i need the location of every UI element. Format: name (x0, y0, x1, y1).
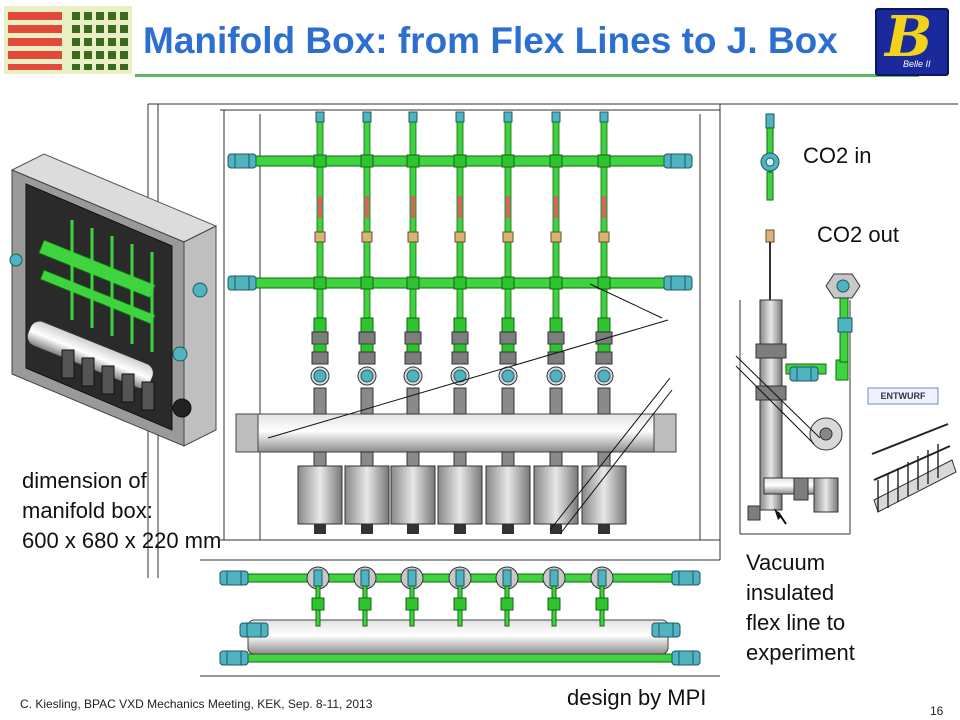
title-underline (135, 74, 919, 77)
manifold-technical-drawing: ENTWURF (147, 103, 958, 677)
vacuum-line-2: insulated (746, 580, 835, 605)
co2-in-label: CO2 in (803, 143, 872, 168)
slide-title: Manifold Box: from Flex Lines to J. Box (143, 20, 838, 61)
belle-ii-logo: B Belle II (875, 4, 949, 76)
manifold-box-3d-render (9, 153, 218, 447)
vacuum-flex-line-label: Vacuum insulated flex line to experiment (746, 548, 855, 668)
dimension-line-3: 600 x 680 x 220 mm (22, 528, 222, 553)
page-number: 16 (930, 704, 944, 718)
co2-out-label: CO2 out (817, 222, 899, 247)
vacuum-line-3: flex line to (746, 610, 846, 635)
footer-text: C. Kiesling, BPAC VXD Mechanics Meeting,… (20, 697, 373, 711)
dimension-line-2: manifold box: (22, 498, 153, 523)
dimension-line-1: dimension of (22, 468, 147, 493)
grid-logo-icon (4, 6, 132, 74)
belle-logo-text: Belle II (903, 59, 931, 69)
dimension-label: dimension of manifold box: 600 x 680 x 2… (22, 466, 221, 556)
design-credit: design by MPI (567, 685, 707, 710)
vacuum-line-4: experiment (746, 640, 855, 665)
entwurf-stamp: ENTWURF (881, 391, 926, 401)
vacuum-line-1: Vacuum (746, 550, 826, 575)
